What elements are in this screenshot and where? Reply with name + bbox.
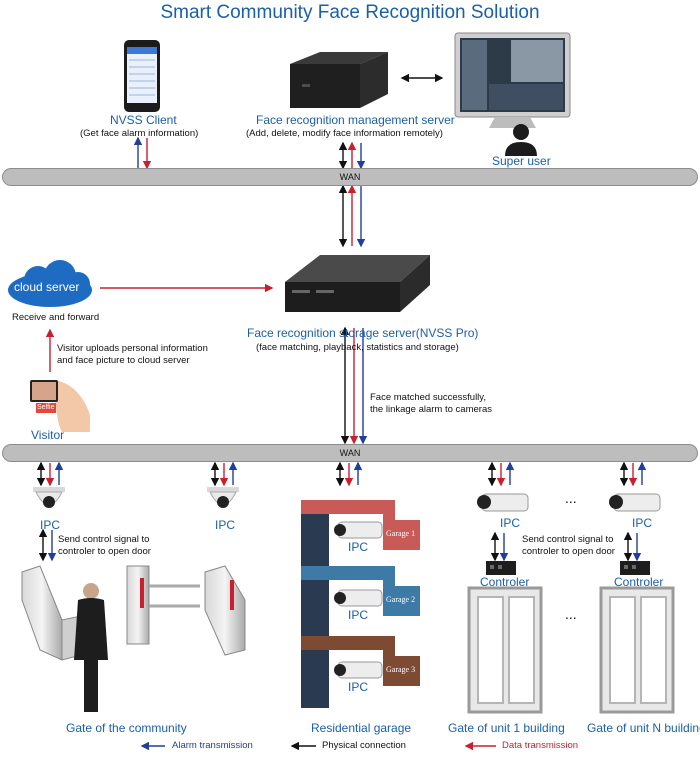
controller-icon <box>486 561 516 575</box>
legend-data-label: Data transmission <box>502 740 579 751</box>
bullet-camera-icon <box>334 661 383 679</box>
wan-bus-bottom: WAN <box>2 444 698 462</box>
phone-icon <box>124 40 160 112</box>
unit1-gate-label: Gate of unit 1 building <box>448 721 565 735</box>
selfie-label: Selfie <box>37 404 55 411</box>
controler-label: Controler <box>614 575 664 589</box>
bullet-camera-icon <box>334 521 383 539</box>
legend-physical-label: Physical connection <box>322 740 406 751</box>
mgmt-server-label: Face recognition management server <box>256 113 455 127</box>
super-user-label: Super user <box>492 154 551 168</box>
ipc-label: IPC <box>40 518 61 532</box>
ipc-label: IPC <box>500 516 521 530</box>
door-icon <box>467 586 543 714</box>
diagram-title: Smart Community Face Recognition Solutio… <box>160 2 540 23</box>
face-match-note: Face matched successfully, the linkage a… <box>370 392 492 415</box>
wan-downlinks <box>36 461 647 487</box>
garage-label: Garage 1 <box>386 529 416 538</box>
garage-label-bottom: Residential garage <box>311 721 412 735</box>
cloud-note: Receive and forward <box>12 312 100 323</box>
cloud-server-label: cloud server <box>14 280 80 294</box>
community-gate-label: Gate of the community <box>66 721 187 735</box>
nvss-client-label: NVSS Client <box>110 113 177 127</box>
monitor-icon <box>454 32 571 128</box>
cloud-icon <box>8 260 92 307</box>
nvss-client-note: (Get face alarm information) <box>80 128 199 139</box>
ipc-label: IPC <box>632 516 653 530</box>
visitor-phone-icon <box>30 380 90 432</box>
turnstile-gate-icon <box>21 565 246 661</box>
ipc-label: IPC <box>348 540 369 554</box>
wan-label: WAN <box>339 448 361 458</box>
wan-label: WAN <box>339 172 361 182</box>
ipc-label: IPC <box>348 608 369 622</box>
mgmt-server-note: (Add, delete, modify face information re… <box>246 128 443 139</box>
visitor-label: Visitor <box>31 428 65 442</box>
bullet-camera-icon <box>334 589 383 607</box>
garage-building-icon <box>301 500 420 708</box>
gate-signal-note: Send control signal to controler to open… <box>58 534 151 557</box>
user-icon <box>505 124 537 156</box>
server-box-icon <box>290 52 388 108</box>
garage-label: Garage 2 <box>386 595 416 604</box>
dome-camera-icon <box>33 487 65 508</box>
legend-alarm-label: Alarm transmission <box>172 740 253 751</box>
visitor-upload-note: Visitor uploads personal information and… <box>57 343 208 366</box>
ellipsis: ... <box>565 606 577 622</box>
storage-server-note: (face matching, playback, statistics and… <box>256 342 459 353</box>
ipc-label: IPC <box>348 680 369 694</box>
controler-label: Controler <box>480 575 530 589</box>
wan-bus-top: WAN <box>2 168 698 186</box>
dome-camera-icon <box>207 487 239 508</box>
ellipsis: ... <box>565 490 577 506</box>
controller-icon <box>620 561 650 575</box>
storage-server-label: Face recognition storage server(NVSS Pro… <box>247 326 479 340</box>
storage-server-icon <box>285 255 430 312</box>
unitN-gate-label: Gate of unit N building <box>587 721 700 735</box>
garage-label: Garage 3 <box>386 665 416 674</box>
person-icon <box>74 583 108 712</box>
ipc-label: IPC <box>215 518 236 532</box>
unit-signal-note: Send control signal to controler to open… <box>522 534 615 557</box>
bullet-camera-icon <box>609 493 661 512</box>
bullet-camera-icon <box>477 493 529 512</box>
door-icon <box>599 586 675 714</box>
